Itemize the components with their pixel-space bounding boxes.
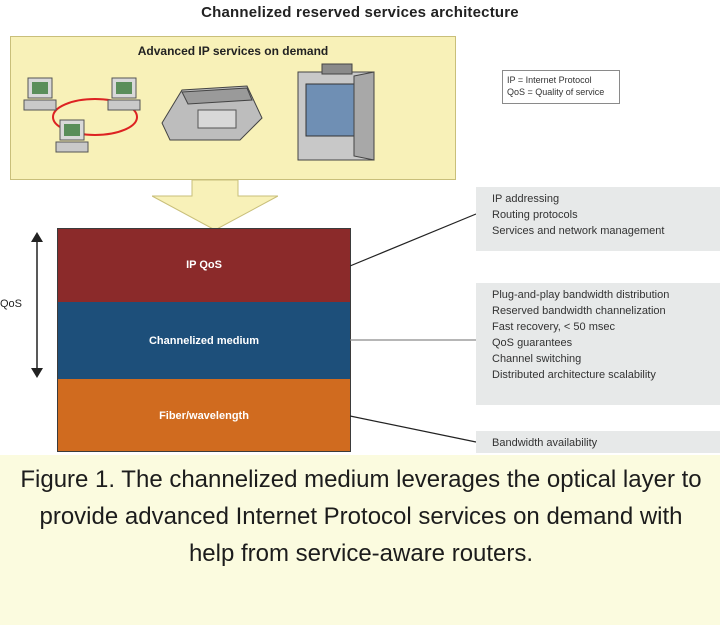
connector-ip-qos [350, 213, 477, 267]
callout-item: IP addressing [492, 193, 560, 205]
layer-channelized-medium-label: Channelized medium [148, 334, 260, 347]
callout-fiber-wavelength: Bandwidth availability [476, 431, 720, 453]
abbreviation-legend: IP = Internet Protocol QoS = Quality of … [502, 70, 620, 104]
callout-channelized-medium: Plug-and-play bandwidth distribution Res… [476, 283, 720, 405]
figure-caption: Figure 1. The channelized medium leverag… [20, 466, 702, 567]
caption-background [0, 455, 720, 625]
callout-item: Distributed architecture scalability [492, 369, 656, 381]
desktop-computer-icon [23, 77, 57, 111]
layer-fiber-wavelength-label: Fiber/wavelength [159, 409, 249, 422]
callout-ip-qos: IP addressing Routing protocols Services… [476, 187, 720, 251]
callout-item: Routing protocols [492, 209, 578, 221]
desktop-computer-icon [107, 77, 141, 111]
layer-ip-qos: IP QoS [57, 228, 351, 302]
legend-line-ip: IP = Internet Protocol [507, 75, 592, 85]
layer-fiber-wavelength: Fiber/wavelength [57, 379, 351, 452]
callout-item: Bandwidth availability [492, 437, 598, 449]
callout-item: Plug-and-play bandwidth distribution [492, 289, 670, 301]
callout-item: Fast recovery, < 50 msec [492, 321, 615, 333]
callout-item: Reserved bandwidth channelization [492, 305, 666, 317]
layer-stack-border [57, 228, 351, 452]
telephone-icon [161, 85, 263, 141]
qos-side-label: QoS [0, 298, 23, 310]
layer-ip-qos-label: IP QoS [186, 259, 222, 271]
computer-network-illustration [23, 77, 141, 153]
down-arrow-icon [152, 180, 278, 230]
diagram-title: Channelized reserved services architectu… [201, 4, 519, 21]
crt-monitor-icon [297, 63, 375, 161]
callout-item: QoS guarantees [492, 337, 573, 349]
connector-fiber-wavelength [350, 415, 477, 443]
desktop-computer-icon [55, 119, 89, 153]
layer-channelized-medium: Channelized medium [57, 302, 351, 379]
callout-item: Channel switching [492, 353, 582, 365]
vertical-double-arrow-icon [31, 232, 43, 378]
services-panel-label: Advanced IP services on demand [137, 44, 329, 58]
callout-item: Services and network management [492, 225, 665, 237]
callout-connectors [350, 213, 477, 443]
legend-line-qos: QoS = Quality of service [507, 87, 605, 97]
